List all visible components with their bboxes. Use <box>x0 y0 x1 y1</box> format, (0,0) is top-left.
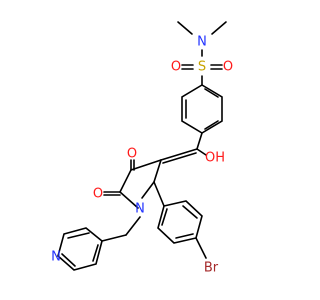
oxygen-ketone-left-label: O <box>93 187 103 202</box>
bond-c-oh <box>196 148 207 156</box>
bond-c3-c4 <box>130 159 162 171</box>
molecule-canvas: N S O O OH O O N N Br <box>51 21 234 276</box>
oxygen-sulfonyl-left-label: O <box>171 60 181 75</box>
sulfonyl-group <box>181 64 223 86</box>
oxygen-ketone-top-label: O <box>127 147 137 162</box>
atom-labels: N S O O OH O O N N Br <box>51 35 233 276</box>
bromophenyl-double-2 <box>175 233 194 239</box>
pyridine-double-1 <box>67 232 90 239</box>
nitrogen-pyridine-label: N <box>51 250 61 265</box>
pyridine-double-2 <box>61 253 76 267</box>
pyridine-double-3 <box>92 244 99 262</box>
bond-c3-c2 <box>153 159 162 183</box>
pyridine-ring <box>57 227 103 271</box>
nitrogen-ring-label: N <box>135 202 145 217</box>
benzene-ring-top <box>181 84 223 134</box>
bond-ch2-pyridine <box>101 234 127 242</box>
pyridylmethyl-linker <box>101 216 141 242</box>
bromophenyl-double-3 <box>161 208 168 226</box>
bond-c2-phenyl <box>153 181 165 207</box>
hydroxyl-label: OH <box>205 151 225 166</box>
bond-n-ch2 <box>125 216 141 236</box>
bond-ring-br <box>195 237 207 259</box>
enol-linker <box>160 132 207 164</box>
bromophenyl-double-1 <box>182 205 198 219</box>
bromine-label: Br <box>204 261 219 276</box>
nitrogen-amide-label: N <box>197 35 207 50</box>
bond-ring-to-c-enol <box>196 132 203 150</box>
bond-c4-c5 <box>119 169 132 193</box>
benzene-top-double-3 <box>204 88 219 98</box>
bond-c5-n <box>119 191 139 209</box>
bromophenyl-ring <box>153 181 207 259</box>
benzene-ring-top-outline <box>181 84 223 134</box>
bond-methyl-left-n <box>177 21 193 35</box>
bond-c-enol-double-1 <box>160 148 198 161</box>
pyrrolidinone-ring <box>103 159 162 209</box>
chemical-structure-diagram: N S O O OH O O N N Br <box>51 21 233 276</box>
oxygen-sulfonyl-right-label: O <box>223 60 233 75</box>
bond-methyl-right-n <box>211 21 227 35</box>
dimethylamino-group <box>177 21 227 57</box>
bond-c-enol-double-2 <box>162 152 197 164</box>
benzene-top-double-2 <box>204 120 219 130</box>
pyridine-ring-outline <box>57 227 103 271</box>
bond-c2-n <box>141 181 155 199</box>
sulfur-label: S <box>198 60 206 75</box>
